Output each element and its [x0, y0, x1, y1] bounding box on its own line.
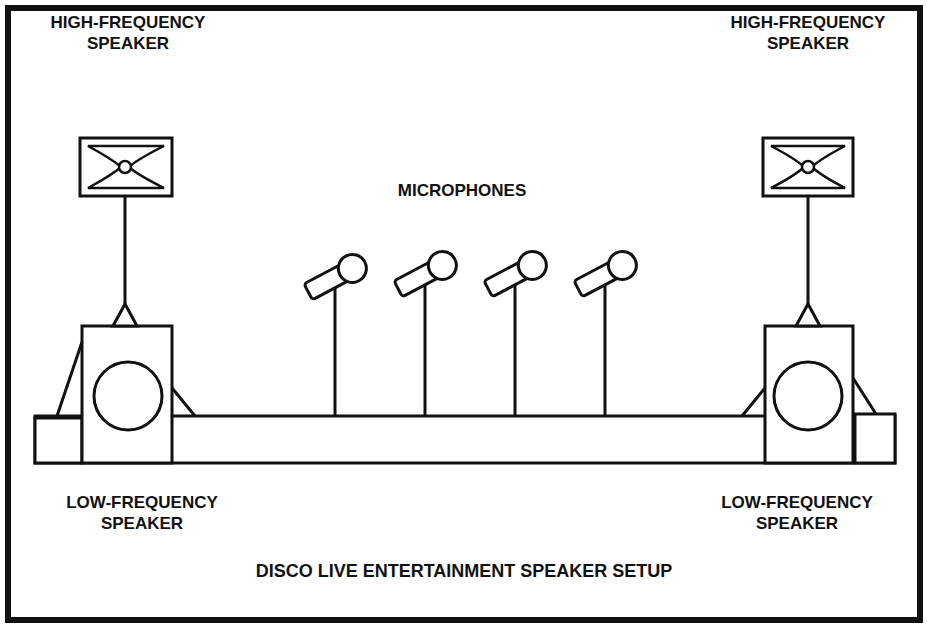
frame-border: [8, 8, 920, 620]
microphone: [392, 246, 462, 416]
speaker-stand: [807, 196, 810, 306]
microphone: [482, 246, 552, 416]
low-frequency-speaker: [742, 304, 876, 463]
speaker-stand: [124, 196, 127, 306]
high-frequency-speaker: [763, 138, 853, 196]
high-frequency-speaker: [80, 138, 172, 196]
microphone: [572, 246, 642, 416]
part-label: LOW-FREQUENCY SPEAKER: [37, 492, 247, 535]
part-label: LOW-FREQUENCY SPEAKER: [692, 492, 902, 535]
part-label: MICROPHONES: [352, 180, 572, 201]
diagram-title: DISCO LIVE ENTERTAINMENT SPEAKER SETUP: [254, 560, 674, 583]
stage-block: [855, 414, 895, 463]
part-label: HIGH-FREQUENCY SPEAKER: [38, 12, 218, 55]
microphone: [302, 249, 372, 416]
stage-block: [35, 418, 82, 463]
low-frequency-speaker: [57, 304, 195, 463]
part-label: HIGH-FREQUENCY SPEAKER: [718, 12, 898, 55]
